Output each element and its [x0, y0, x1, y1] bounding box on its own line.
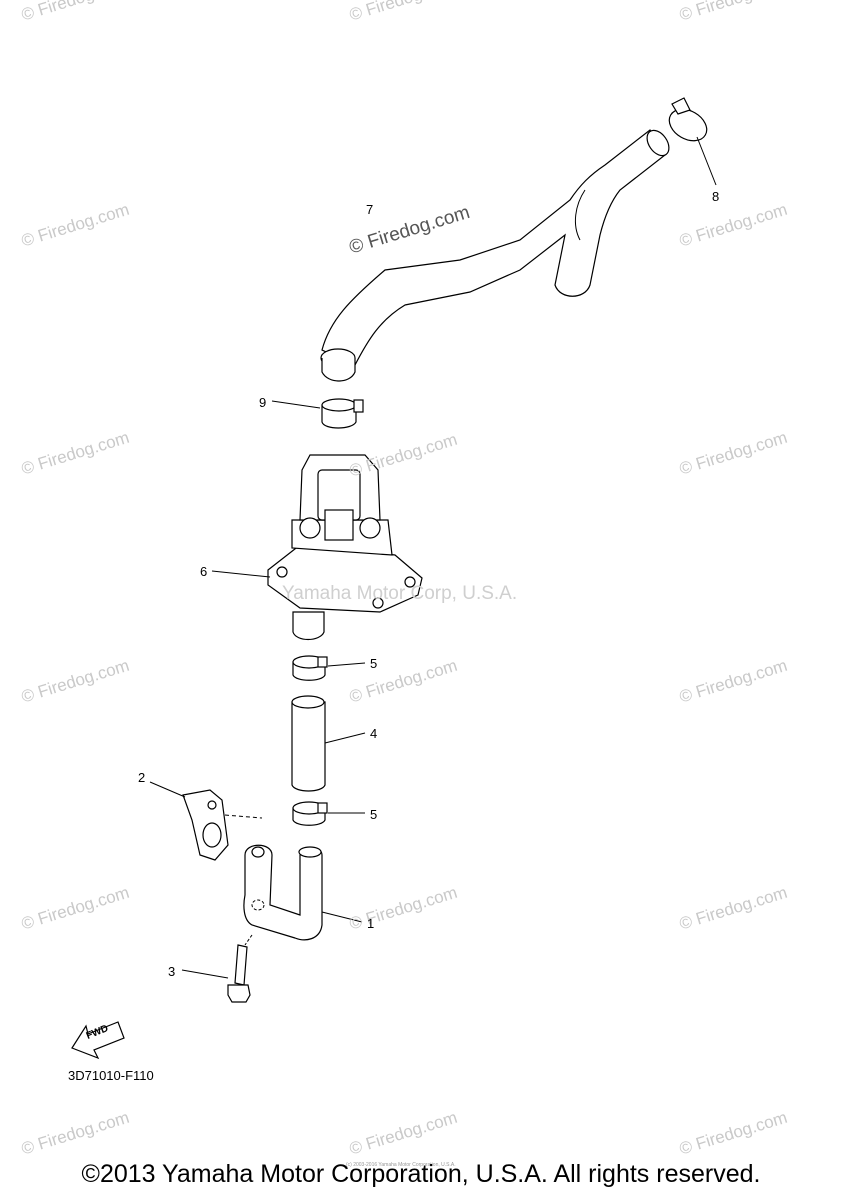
part-5-clamp-lower[interactable]	[292, 801, 365, 826]
fwd-direction-arrow	[71, 1021, 125, 1060]
part-6-air-cut-valve[interactable]	[211, 454, 423, 641]
part-4-hose[interactable]	[291, 695, 366, 792]
callout-2: 2	[138, 770, 146, 785]
part-3-bolt[interactable]	[181, 934, 253, 1003]
diagram-part-code: 3D71010-F110	[68, 1068, 154, 1083]
callout-8: 8	[712, 189, 720, 204]
part-9-clamp[interactable]	[271, 398, 364, 429]
callout-7: 7	[366, 202, 374, 217]
callout-4: 4	[370, 726, 378, 741]
part-2-gasket[interactable]	[149, 781, 263, 861]
part-1-pipe[interactable]	[243, 844, 363, 941]
callout-9: 9	[259, 395, 267, 410]
callout-6: 6	[200, 564, 208, 579]
part-5-clamp-upper[interactable]	[292, 655, 366, 681]
callout-5-upper: 5	[370, 656, 378, 671]
callout-5-lower: 5	[370, 807, 378, 822]
part-7-air-hose[interactable]	[320, 126, 673, 382]
micro-copyright: (c) 2003-2016 Yamaha Motor Corporation, …	[346, 1162, 456, 1168]
watermark-yamaha-corp: Yamaha Motor Corp, U.S.A.	[282, 583, 518, 604]
callout-3: 3	[168, 964, 176, 979]
part-8-clamp[interactable]	[664, 97, 717, 186]
callout-1: 1	[367, 916, 375, 931]
copyright-footer: ©2013 Yamaha Motor Corporation, U.S.A. A…	[81, 1160, 761, 1188]
